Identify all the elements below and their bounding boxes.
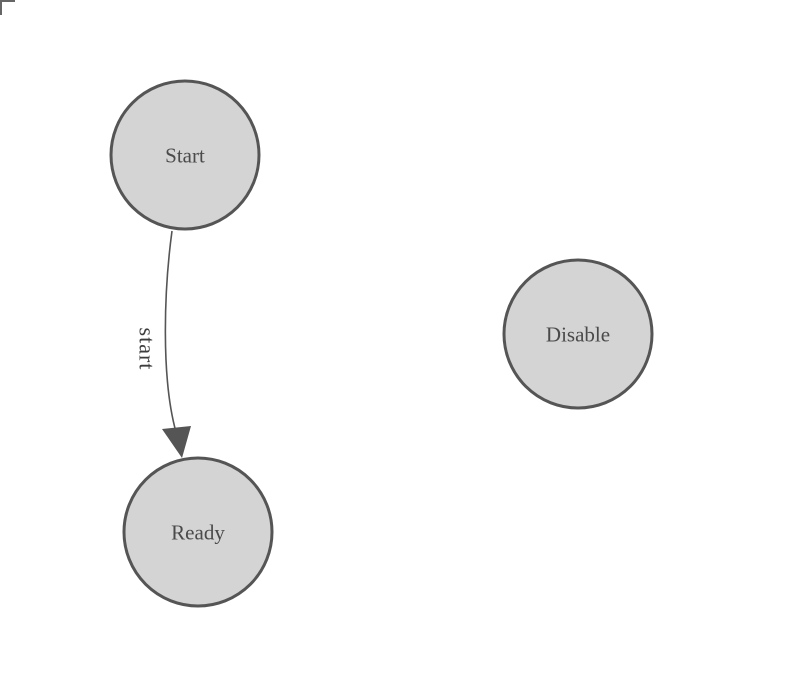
state-circle-disable[interactable] [502,258,654,410]
canvas-corner-mark [0,0,15,15]
state-circle-start[interactable] [109,79,261,231]
state-node-ready[interactable]: Ready [122,456,274,608]
transition-edge[interactable]: start [134,230,191,458]
state-node-start[interactable]: Start [109,79,261,231]
arrowhead-icon[interactable] [162,426,191,458]
state-node-disable[interactable]: Disable [502,258,654,410]
transition-label: start [134,328,159,371]
state-circle-ready[interactable] [122,456,274,608]
edge-line[interactable] [164,230,177,433]
